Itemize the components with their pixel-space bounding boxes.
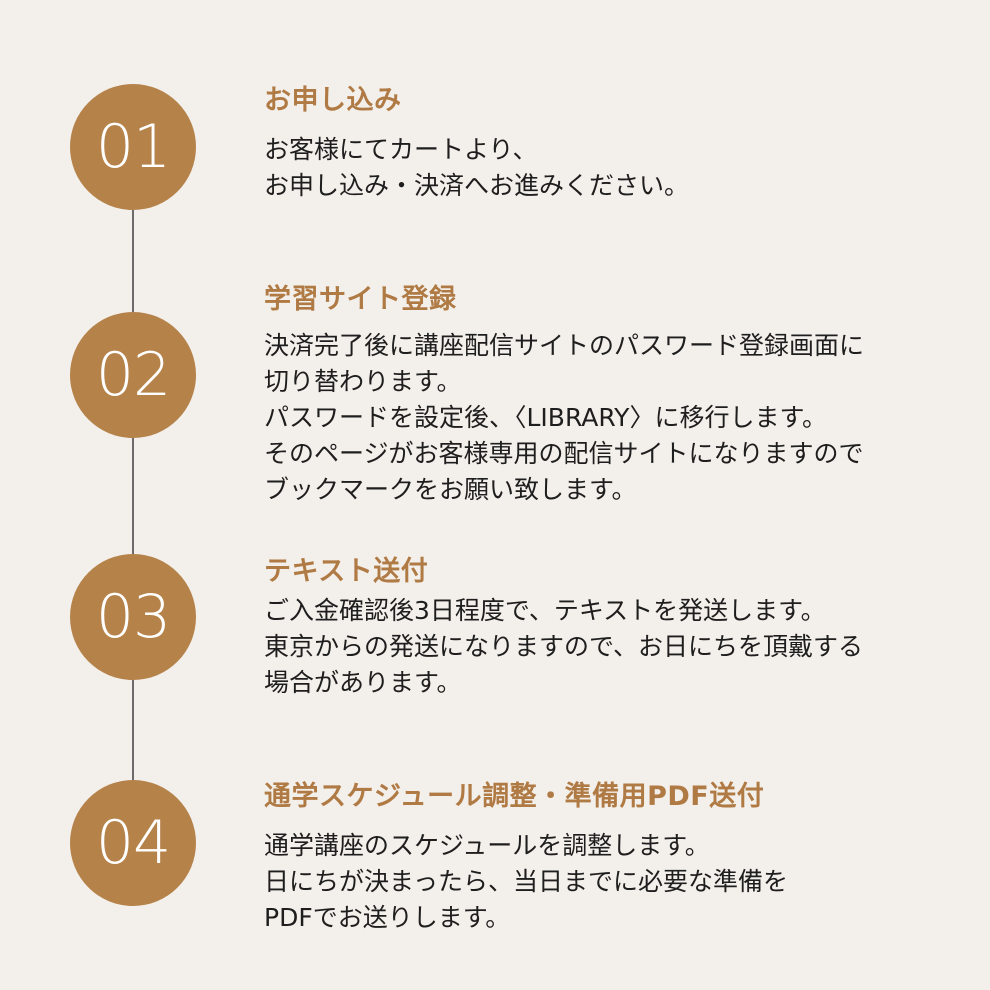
connector-line-3-4: [132, 680, 134, 782]
step-1-line-1: お客様にてカートより、: [264, 135, 538, 164]
step-3-title: テキスト送付: [264, 556, 429, 587]
step-2-number: 02: [95, 340, 171, 410]
step-2-line-3: パスワードを設定後、〈LIBRARY〉に移行します。: [264, 403, 827, 432]
step-2-line-5: ブックマークをお願い致します。: [264, 475, 637, 504]
step-1-title: お申し込み: [264, 85, 402, 116]
step-3-description: ご入金確認後3日程度で、テキストを発送します。 東京からの発送になりますので、お…: [264, 593, 964, 701]
step-4-number-circle: 04: [70, 780, 196, 906]
step-3-number: 03: [95, 582, 171, 652]
step-3-line-1: ご入金確認後3日程度で、テキストを発送します。: [264, 596, 826, 625]
step-4-number: 04: [95, 808, 171, 878]
step-1-number: 01: [95, 112, 171, 182]
step-3-line-2: 東京からの発送になりますので、お日にちを頂戴する: [264, 632, 864, 661]
step-4-line-2: 日にちが決まったら、当日までに必要な準備を: [264, 867, 789, 896]
connector-line-2-3: [132, 438, 134, 556]
step-1-number-circle: 01: [70, 84, 196, 210]
step-1-description: お客様にてカートより、 お申し込み・決済へお進みください。: [264, 132, 964, 204]
step-4-line-1: 通学講座のスケジュールを調整します。: [264, 831, 710, 860]
step-1-line-2: お申し込み・決済へお進みください。: [264, 171, 690, 200]
step-2-number-circle: 02: [70, 312, 196, 438]
step-3-number-circle: 03: [70, 554, 196, 680]
step-2-line-4: そのページがお客様専用の配信サイトになりますので: [264, 439, 864, 468]
step-2-title: 学習サイト登録: [264, 284, 457, 315]
step-4-title: 通学スケジュール調整・準備用PDF送付: [264, 781, 765, 812]
step-2-line-2: 切り替わります。: [264, 367, 462, 396]
connector-line-1-2: [132, 210, 134, 314]
step-3-line-3: 場合があります。: [264, 668, 462, 697]
step-4-line-3: PDFでお送りします。: [264, 903, 511, 932]
step-2-line-1: 決済完了後に講座配信サイトのパスワード登録画面に: [264, 331, 865, 360]
step-2-description: 決済完了後に講座配信サイトのパスワード登録画面に 切り替わります。 パスワードを…: [264, 328, 964, 508]
step-4-description: 通学講座のスケジュールを調整します。 日にちが決まったら、当日までに必要な準備を…: [264, 828, 964, 936]
